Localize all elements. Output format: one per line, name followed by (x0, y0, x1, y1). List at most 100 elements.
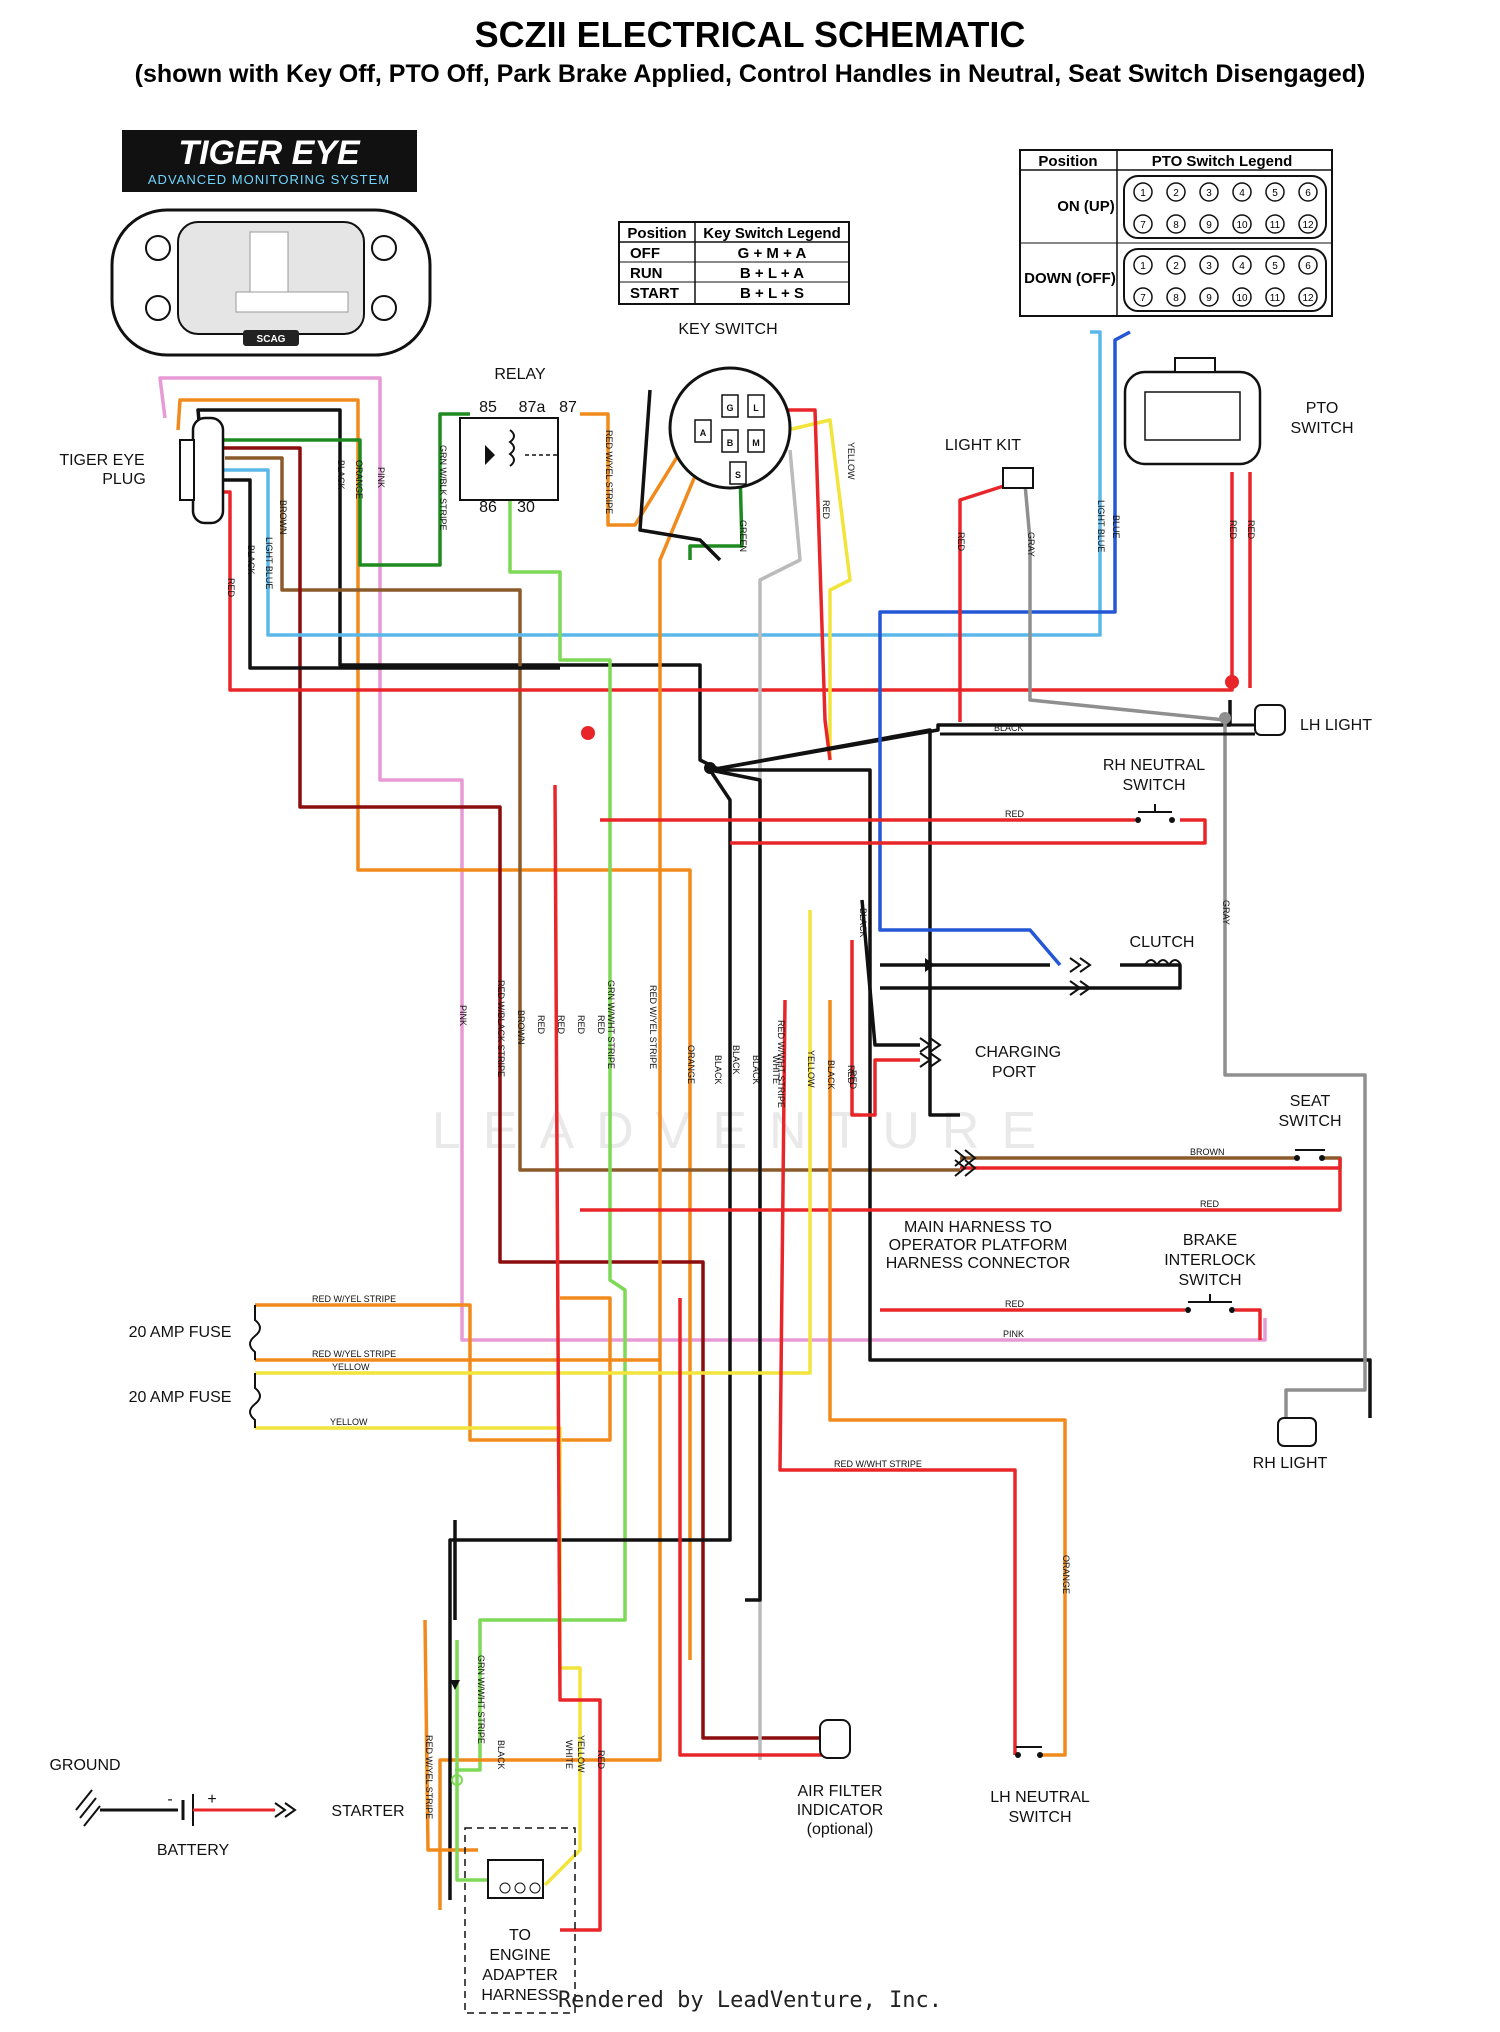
wire-light-blue (220, 330, 1102, 637)
key-pin-l: L (753, 403, 759, 413)
pto-pin-number: 7 (1140, 220, 1146, 231)
pto-pin-number: 1 (1140, 261, 1146, 272)
ground-label: GROUND (49, 1757, 120, 1774)
pto-pin-number: 9 (1206, 293, 1212, 304)
diode-icon (450, 1680, 460, 1690)
relay-label: RELAY (494, 366, 546, 383)
wire-black (709, 728, 960, 1117)
key-pin-b: B (727, 438, 734, 448)
engine-adapter-label-2: ENGINE (489, 1947, 550, 1964)
pto-pin (1166, 214, 1186, 234)
pto-pin (1133, 287, 1153, 307)
wire-red (580, 1158, 1342, 1212)
wire-label-red-10: RED (576, 1015, 586, 1035)
wire-label-red-15: RED (596, 1750, 606, 1770)
relay-pin-87: 87 (559, 399, 577, 416)
wire-label-pink-2: PINK (458, 1005, 468, 1026)
pto-pin-number: 5 (1272, 261, 1278, 272)
wire-red-yel (580, 412, 702, 527)
tiger-eye-tagline: ADVANCED MONITORING SYSTEM (148, 172, 390, 187)
rh-neutral-switch (1135, 804, 1175, 823)
air-filter-label-2: INDICATOR (797, 1802, 884, 1819)
wire-light-green (455, 490, 627, 1772)
wire-label-light-blue-2: LIGHT BLUE (1096, 500, 1106, 552)
pto-pin (1133, 182, 1153, 202)
fuse-2 (249, 1373, 261, 1428)
pto-pin (1166, 287, 1186, 307)
seat-switch-label-2: SWITCH (1278, 1113, 1341, 1130)
wire-label-red-yel-4: RED W/YEL STRIPE (312, 1349, 396, 1359)
wire-label-pink-3: PINK (1003, 1329, 1024, 1339)
key-pin-s: S (735, 470, 741, 480)
display-button-icon (371, 235, 397, 261)
pto-pin-number: 8 (1173, 293, 1179, 304)
pto-pin-number: 12 (1302, 220, 1314, 231)
pto-switch-label-2: SWITCH (1290, 420, 1353, 437)
lh-neutral-label: LH NEUTRAL (990, 1789, 1090, 1806)
battery-plus-label: + (207, 1791, 216, 1808)
main-harness-connector (954, 1149, 977, 1177)
wire-label-black-5: BLACK (713, 1055, 723, 1085)
red-splice (1225, 675, 1239, 689)
fuse-1-label: 20 AMP FUSE (129, 1324, 232, 1341)
battery-symbol (181, 1794, 297, 1826)
clutch-label: CLUTCH (1130, 934, 1195, 951)
tiger-eye-display: SCAG (110, 208, 432, 357)
wire-red (678, 1298, 825, 1757)
wire-label-white: WHITE (771, 1055, 781, 1084)
key-legend-header-position: Position (627, 225, 686, 242)
wire-label-black-6: BLACK (731, 1045, 741, 1075)
pto-pin-number: 2 (1173, 188, 1179, 199)
wire-grn-wht (455, 1640, 495, 1882)
relay-pin-85: 85 (479, 399, 497, 416)
key-legend-pos-start: START (630, 285, 679, 302)
brake-interlock-switch (1185, 1294, 1235, 1313)
air-filter-indicator (819, 1719, 851, 1759)
key-legend-val-off: G + M + A (738, 245, 807, 262)
lh-light-label: LH LIGHT (1300, 717, 1372, 734)
battery-minus-label: - (167, 1791, 172, 1808)
wire-label-yellow-4: YELLOW (330, 1417, 368, 1427)
lh-neutral-label-2: SWITCH (1008, 1809, 1071, 1826)
wire-red (958, 482, 1011, 722)
wire-label-orange-3: ORANGE (1061, 1555, 1071, 1594)
wire-red-yel (255, 1296, 612, 1442)
rh-neutral-label: RH NEUTRAL (1103, 757, 1205, 774)
display-badge: SCAG (257, 334, 286, 345)
wire-label-brown-2: BROWN (516, 1010, 526, 1045)
seat-switch-label: SEAT (1290, 1093, 1331, 1110)
brake-interlock-label-2: INTERLOCK (1164, 1252, 1256, 1269)
wire-label-black-4: BLACK (858, 908, 868, 938)
wire-label-red-8: RED (536, 1015, 546, 1035)
wire-label-gray-2: GRAY (1221, 900, 1231, 925)
key-legend-pos-run: RUN (630, 265, 663, 282)
wire-label-black-8: BLACK (826, 1060, 836, 1090)
pto-legend-header-position: Position (1038, 153, 1097, 170)
key-switch (668, 366, 792, 490)
wire-label-red-blk: RED W/BLACK STRIPE (496, 980, 506, 1077)
wire-black (710, 768, 1372, 1418)
page-subtitle: (shown with Key Off, PTO Off, Park Brake… (134, 60, 1366, 88)
wire-black (448, 769, 732, 1900)
pto-pin-number: 11 (1270, 293, 1281, 304)
wire-label-black: BLACK (336, 460, 346, 490)
pto-pin (1166, 255, 1186, 275)
display-button-icon (371, 295, 397, 321)
pto-pin-number: 3 (1206, 188, 1212, 199)
display-button-icon (145, 295, 171, 321)
ground-symbol (75, 1789, 178, 1827)
wire-label-black-9: BLACK (496, 1740, 506, 1770)
wire-label-black-2: BLACK (246, 545, 256, 575)
tiger-eye-plug (179, 416, 225, 525)
pto-pin-number: 4 (1239, 261, 1245, 272)
wire-label-grn-blk: GRN W/BLK STRIPE (438, 445, 448, 531)
tiger-eye-plug-label-2: PLUG (102, 471, 146, 488)
wire-label-red-2: RED (821, 500, 831, 520)
pto-pin-number: 9 (1206, 220, 1212, 231)
wire-black (638, 389, 722, 562)
air-filter-label-3: (optional) (807, 1821, 874, 1838)
wire-label-black-7: BLACK (751, 1055, 761, 1085)
fuse-2-label: 20 AMP FUSE (129, 1389, 232, 1406)
wire-yellow (255, 910, 812, 1375)
